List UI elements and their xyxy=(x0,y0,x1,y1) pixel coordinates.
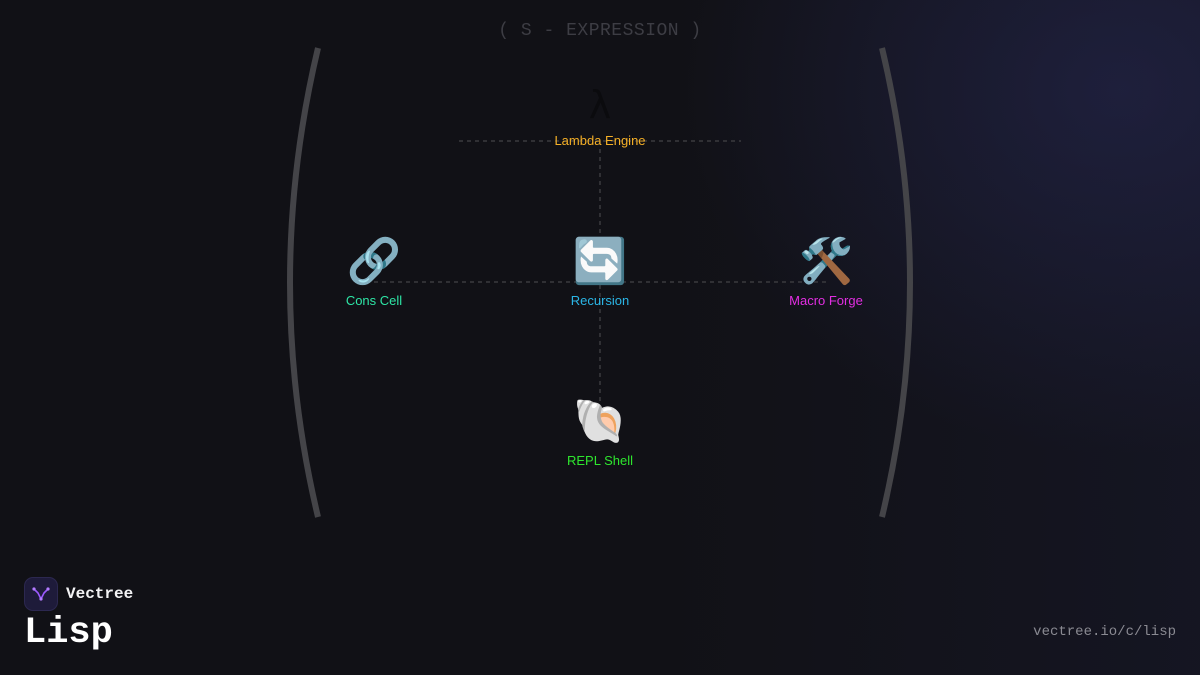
node-label: REPL Shell xyxy=(567,453,633,468)
hammer-wrench-icon: 🛠️ xyxy=(798,236,854,287)
link-icon: 🔗 xyxy=(346,236,402,287)
node-label: Recursion xyxy=(570,293,630,308)
brand-name: Vectree xyxy=(66,585,134,603)
brand[interactable]: Vectree xyxy=(24,577,133,611)
node-cons-cell: 🔗 Cons Cell xyxy=(294,236,454,309)
node-label: Lambda Engine xyxy=(554,133,646,148)
node-macro-forge: 🛠️ Macro Forge xyxy=(746,236,906,309)
diagram-title: ( S - EXPRESSION ) xyxy=(498,21,702,41)
right-paren xyxy=(879,47,913,518)
node-recursion: 🔄 Recursion xyxy=(520,236,680,309)
vectree-logo-icon xyxy=(24,577,58,611)
recycle-arrows-icon: 🔄 xyxy=(572,236,628,287)
left-paren xyxy=(287,47,321,518)
page-title: Lisp xyxy=(24,612,113,654)
node-repl-shell: 🐚 REPL Shell xyxy=(520,396,680,469)
footer-url[interactable]: vectree.io/c/lisp xyxy=(1033,624,1176,640)
shell-icon: 🐚 xyxy=(572,396,628,447)
node-label: Cons Cell xyxy=(345,293,403,308)
node-label: Macro Forge xyxy=(789,293,863,308)
node-lambda-engine: λ Lambda Engine xyxy=(520,80,680,148)
lambda-icon: λ xyxy=(588,83,612,127)
